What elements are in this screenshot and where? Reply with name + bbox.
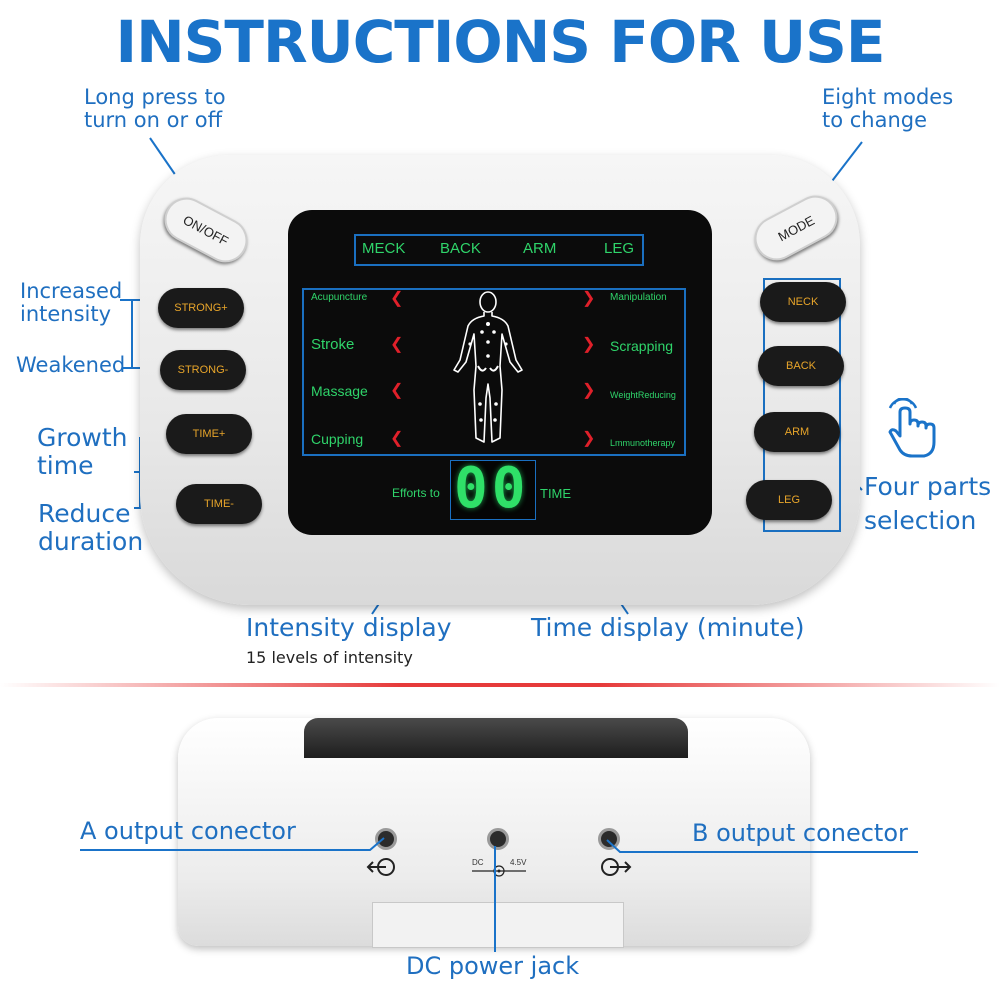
power-callout-line2: turn on or off — [84, 108, 223, 133]
dc-power-jack[interactable] — [487, 828, 509, 850]
increase-callout: Increased intensity — [20, 279, 123, 327]
parts-callout: Four parts selection — [864, 470, 991, 538]
growth-callout-line2: time — [37, 450, 94, 480]
reduce-callout-line1: Reduce — [38, 499, 131, 528]
intensity-levels-note: 15 levels of intensity — [246, 648, 413, 667]
weaken-callout: Weakened — [16, 353, 126, 377]
output-a-icon — [366, 858, 395, 876]
mode-callout-line1: Eight modes — [822, 85, 954, 109]
parts-callout-line1: Four parts — [864, 472, 992, 501]
b-output-callout: B output conector — [692, 819, 908, 847]
digit-display: 00 — [454, 456, 530, 521]
bottom-callout-lines — [80, 837, 918, 952]
increase-callout-line1: Increased — [20, 279, 123, 303]
page-title: INSTRUCTIONS FOR USE — [115, 8, 885, 76]
hand-pointer-icon — [888, 398, 936, 458]
power-callout: Long press to turn on or off — [84, 85, 226, 133]
mode-callout: Eight modes to change — [822, 85, 954, 133]
mode-label-lmmunotherapy: Lmmunotherapy — [610, 438, 676, 448]
reduce-callout: Reduce duration — [38, 500, 143, 555]
increase-callout-line2: intensity — [20, 302, 112, 327]
mode-label-weightreducing: WeightReducing — [610, 390, 676, 400]
efforts-label: Efforts to — [392, 486, 440, 500]
right-arrow-icon: ❯ — [582, 382, 596, 399]
screen-modes-box — [302, 288, 686, 456]
reduce-callout-line2: duration — [38, 526, 144, 556]
output-b-jack[interactable] — [598, 828, 620, 850]
a-output-callout: A output conector — [80, 817, 296, 845]
output-a-jack[interactable] — [375, 828, 397, 850]
growth-callout: Growth time — [37, 424, 128, 479]
mode-label-scrapping: Scrapping — [610, 338, 674, 354]
time-label: TIME — [540, 486, 572, 501]
output-b-icon — [601, 858, 632, 876]
strong-minus-button[interactable]: STRONG- — [160, 350, 246, 390]
mode-label-cupping: Cupping — [311, 431, 364, 447]
human-body-icon — [453, 291, 523, 443]
parts-selection-box — [763, 278, 841, 532]
dc-jack-callout: DC power jack — [406, 952, 580, 980]
screen-part-arm: ARM — [523, 240, 557, 257]
power-callout-line1: Long press to — [84, 85, 226, 109]
mode-label-stroke: Stroke — [311, 336, 355, 353]
screen-parts-box — [354, 234, 644, 266]
left-arrow-icon: ❮ — [390, 382, 404, 399]
time-plus-button[interactable]: TIME+ — [166, 414, 252, 454]
left-arrow-icon: ❮ — [390, 290, 404, 307]
digit-display-frame — [450, 460, 536, 520]
arm-button[interactable]: ARM — [754, 412, 840, 452]
section-divider — [0, 683, 1000, 687]
leg-button[interactable]: LEG — [746, 480, 832, 520]
strong-plus-button[interactable]: STRONG+ — [158, 288, 244, 328]
dc-label: DC — [472, 858, 484, 867]
mode-label-massage: Massage — [311, 383, 368, 399]
battery-cover — [372, 902, 624, 948]
back-button[interactable]: BACK — [758, 346, 844, 386]
left-arrow-icon: ❮ — [390, 336, 404, 353]
parts-callout-line2: selection — [864, 505, 977, 535]
growth-callout-line1: Growth — [37, 423, 128, 452]
voltage-label: 4.5V — [510, 858, 527, 867]
screen-part-meck: MECK — [362, 240, 406, 257]
time-display-callout: Time display (minute) — [531, 613, 805, 642]
right-arrow-icon: ❯ — [582, 290, 596, 307]
intensity-display-callout: Intensity display — [246, 613, 452, 642]
mode-label-acupuncture: Acupuncture — [311, 292, 368, 303]
mode-callout-line2: to change — [822, 108, 928, 133]
right-arrow-icon: ❯ — [582, 336, 596, 353]
neck-button[interactable]: NECK — [760, 282, 846, 322]
right-arrow-icon: ❯ — [582, 430, 596, 447]
mode-label-manipulation: Manipulation — [610, 292, 667, 303]
screen-part-leg: LEG — [604, 240, 635, 257]
device-top-screen-edge — [304, 718, 688, 758]
screen-part-back: BACK — [440, 240, 481, 257]
time-minus-button[interactable]: TIME- — [176, 484, 262, 524]
left-arrow-icon: ❮ — [390, 430, 404, 447]
